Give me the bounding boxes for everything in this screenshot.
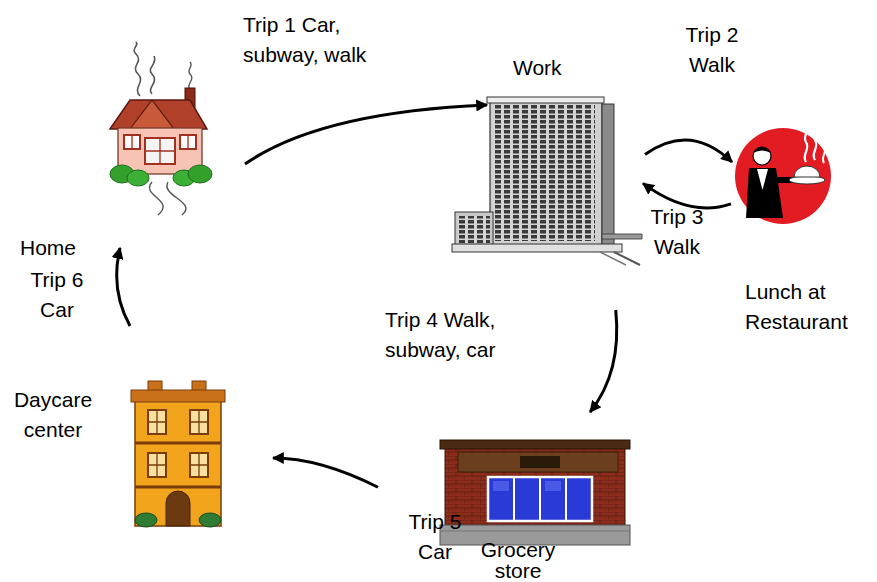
- place-label: Home: [20, 233, 90, 263]
- place-label: Work: [513, 53, 593, 83]
- grocery-store-illustration: [440, 440, 630, 545]
- place-node: Grocery store: [440, 440, 630, 545]
- place-label: Grocery store: [463, 539, 573, 581]
- trip-arrow: [245, 105, 487, 164]
- trip-arrow: [590, 310, 617, 412]
- trip-label: Trip 1 Car, subway, walk: [243, 10, 383, 70]
- trip-label: Trip 3 Walk: [642, 202, 712, 262]
- trip-arrow: [643, 183, 731, 208]
- trip-label: Trip 6 Car: [22, 265, 92, 325]
- trip-label: Trip 4 Walk, subway, car: [385, 305, 515, 365]
- trip-label: Trip 5 Car: [400, 507, 470, 567]
- trip-arrow: [645, 140, 732, 162]
- restaurant-illustration: [735, 124, 831, 224]
- house-illustration: [110, 42, 212, 215]
- trip-arrow: [117, 248, 130, 326]
- trip-arrow: [273, 458, 378, 487]
- place-label: Daycare center: [8, 385, 98, 445]
- office-building-illustration: [452, 97, 642, 265]
- daycare-illustration: [131, 381, 225, 527]
- place-node: Work: [450, 95, 645, 265]
- place-node: Home: [95, 45, 220, 215]
- place-label: Lunch at Restaurant: [745, 277, 865, 337]
- trip-label: Trip 2 Walk: [677, 20, 747, 80]
- place-node: Daycare center: [130, 388, 225, 528]
- place-node: Lunch at Restaurant: [735, 118, 830, 228]
